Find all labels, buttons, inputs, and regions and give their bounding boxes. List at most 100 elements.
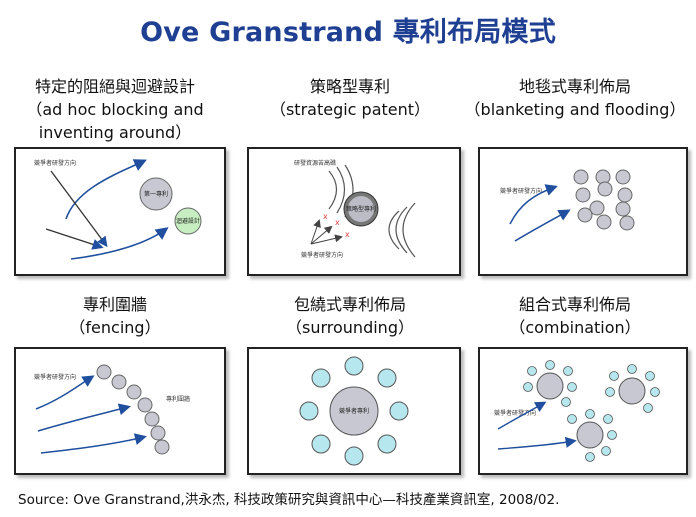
small-circle: [561, 397, 571, 407]
small-circle: [545, 360, 555, 370]
small-circle: [650, 387, 660, 397]
cell-subtitle: （combination）: [509, 318, 641, 337]
research-arrow: [37, 403, 131, 432]
patent-circle: [575, 187, 591, 203]
surrounding-circle: [344, 446, 364, 466]
cross-mark: x: [345, 230, 350, 239]
small-circle: [523, 382, 533, 392]
small-circle: [585, 409, 595, 419]
cell-title: 地毯式專利佈局: [518, 77, 631, 96]
core-patent-circle: [618, 377, 646, 405]
wave-line: [328, 170, 338, 210]
fence-circle: [111, 374, 127, 390]
fence-circle: [96, 364, 112, 380]
wave-line: [388, 210, 400, 250]
core-patent-circle: [536, 372, 564, 400]
small-circle: [627, 364, 637, 374]
small-circle: [567, 414, 577, 424]
surrounding-circle: [389, 401, 409, 421]
competitor-label: 競爭者研發方向: [34, 373, 76, 381]
workaround-circle: [174, 207, 202, 235]
small-circle: [585, 452, 595, 462]
research-arrow: [509, 184, 558, 225]
small-circle: [601, 446, 611, 456]
research-arrow: [497, 436, 577, 450]
cell-label-strategic: 策略型專利 （strategic patent）: [240, 75, 460, 121]
strategic-patent-label: 策略型專利: [346, 205, 376, 213]
research-arrow: [70, 227, 169, 260]
combination-diagram: 競爭者研發方向: [494, 360, 660, 462]
wave-line: [395, 206, 408, 254]
panel-blanketing: 競爭者研發方向: [478, 147, 688, 276]
research-arrow: [65, 159, 147, 220]
cell-subtitle-2: inventing around）: [38, 123, 192, 142]
fence-circle: [137, 397, 153, 413]
patent-circle: [615, 169, 631, 185]
fence-circles: [96, 364, 170, 455]
small-circle: [527, 366, 537, 376]
cross-mark: x: [335, 218, 340, 227]
fence-label: 專利圍牆: [166, 395, 190, 403]
cell-title: 特定的阻絕與迴避設計: [34, 77, 195, 96]
research-arrow: [310, 234, 343, 245]
source-citation: Source: Ove Granstrand,洪永杰, 科技政策研究與資訊中心—…: [18, 492, 560, 508]
cell-subtitle: （strategic patent）: [269, 100, 431, 119]
panel-strategic: 研發資源苦高礁 策略型專利 x x x 競爭者研發方向: [247, 147, 461, 276]
surrounding-diagram: 競爭者專利: [299, 356, 409, 466]
page-title: Ove Granstrand 專利布局模式: [140, 17, 556, 48]
blocking-diagram: 競爭者研發方向 第一專利 迴避設計: [34, 159, 202, 260]
small-circle: [609, 371, 619, 381]
panel-combination: 競爭者研發方向: [478, 347, 688, 475]
cell-label-combination: 組合式專利佈局 （combination）: [465, 293, 685, 339]
cell-title: 策略型專利: [309, 77, 390, 96]
small-circle: [645, 371, 655, 381]
patent-circle: [589, 200, 605, 216]
fence-circle: [126, 384, 142, 400]
small-circle: [603, 414, 613, 424]
research-arrow: [50, 170, 108, 248]
research-arrow: [310, 225, 333, 245]
patent-circles: [573, 169, 635, 231]
research-arrow: [497, 401, 547, 430]
patent-circle: [617, 187, 633, 203]
fencing-diagram: 競爭者研發方向 專利圍牆: [34, 364, 190, 455]
patent-circle: [573, 169, 589, 185]
research-arrow: [40, 433, 147, 454]
surrounding-circle: [377, 368, 397, 388]
cell-label-blocking: 特定的阻絕與迴避設計 （ad hoc blocking and inventin…: [5, 75, 225, 144]
strategic-patent-inner: [348, 196, 374, 222]
patent-circle: [596, 214, 612, 230]
research-arrow: [45, 228, 104, 250]
first-patent-circle: [139, 177, 173, 211]
surrounding-circle: [377, 434, 397, 454]
small-circle: [607, 430, 617, 440]
cell-label-blanketing: 地毯式專利佈局 （blanketing and flooding）: [455, 75, 695, 121]
small-circle: [567, 382, 577, 392]
workaround-label: 迴避設計: [176, 217, 200, 225]
fence-circle: [150, 425, 166, 441]
cell-label-surrounding: 包繞式專利佈局 （surrounding）: [240, 293, 460, 339]
surrounding-circle: [311, 368, 331, 388]
patent-circle: [577, 207, 593, 223]
patent-circle: [597, 181, 613, 197]
research-arrow: [514, 209, 571, 242]
cell-subtitle: （ad hoc blocking and: [26, 100, 204, 119]
strategic-diagram: 研發資源苦高礁 策略型專利 x x x 競爭者研發方向: [294, 159, 416, 259]
competitor-patent-circle: [329, 386, 379, 436]
surrounding-circles: [299, 356, 409, 466]
panel-blocking: 競爭者研發方向 第一專利 迴避設計: [14, 147, 226, 276]
resource-label: 研發資源苦高礁: [294, 159, 336, 167]
core-patent-circle: [576, 421, 604, 449]
competitor-label: 競爭者研發方向: [301, 251, 343, 259]
surrounding-circle: [311, 434, 331, 454]
first-patent-label: 第一專利: [144, 190, 168, 198]
fence-circle: [154, 439, 170, 455]
cell-label-fencing: 專利圍牆 （fencing）: [5, 293, 225, 339]
cell-subtitle: （fencing）: [69, 318, 161, 337]
wave-line: [336, 166, 346, 214]
cell-title: 專利圍牆: [82, 295, 147, 314]
panel-fencing: 競爭者研發方向 專利圍牆: [14, 347, 226, 475]
patent-circle: [619, 215, 635, 231]
competitor-label: 競爭者研發方向: [500, 187, 542, 195]
small-circle: [563, 366, 573, 376]
